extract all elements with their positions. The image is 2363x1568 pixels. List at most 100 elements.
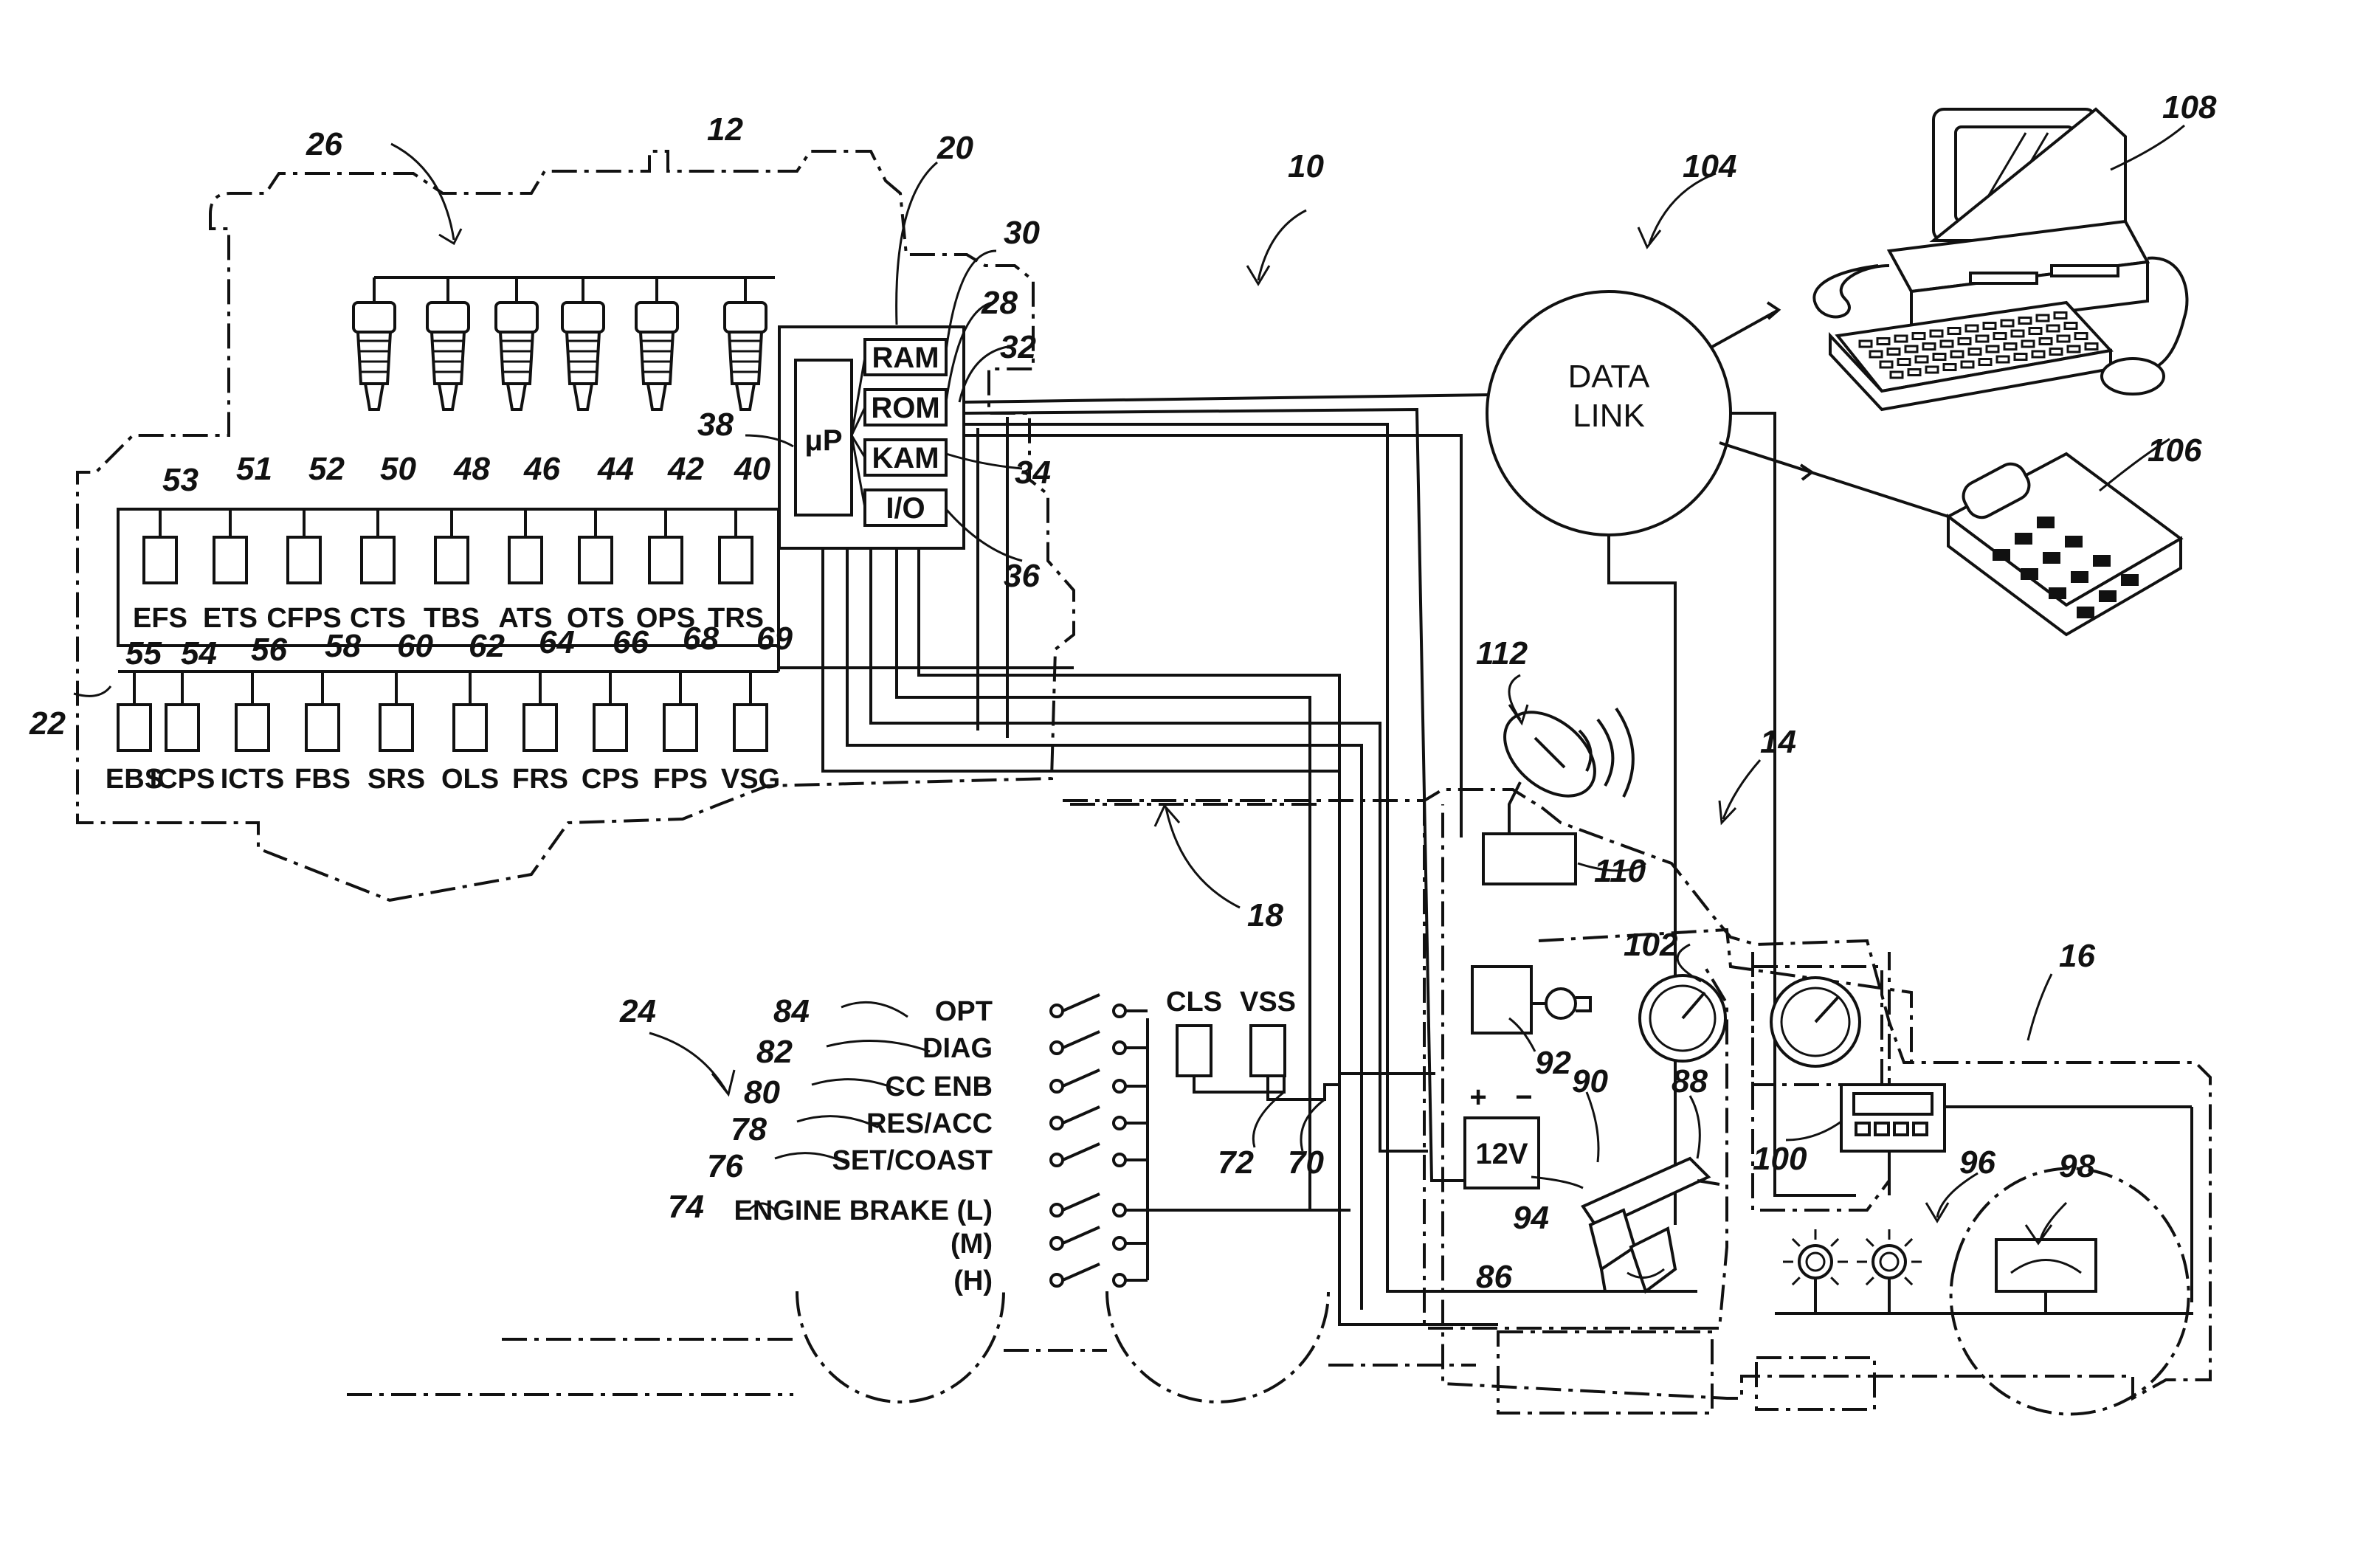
satellite-dish	[1482, 707, 1635, 885]
ref-106: 106	[2148, 432, 2202, 469]
ref-38: 38	[697, 407, 734, 443]
fuel-injector	[426, 277, 470, 411]
ref-104: 104	[1683, 148, 1736, 184]
bottom-sensor-label: EBS	[106, 764, 163, 795]
fuel-injectors	[352, 276, 775, 411]
ref-40: 40	[734, 451, 770, 487]
ref-62: 62	[469, 628, 505, 664]
top-sensor-label: OTS	[567, 603, 624, 634]
microprocessor-label: μP	[804, 424, 842, 457]
ref-68: 68	[683, 621, 719, 657]
switch-row: CC ENB	[885, 1068, 1148, 1102]
ref-88: 88	[1672, 1063, 1708, 1099]
switch-label: CC ENB	[885, 1071, 993, 1102]
ref-53: 53	[162, 462, 199, 498]
bottom-sensor-label: VSG	[721, 764, 780, 795]
ref-108: 108	[2162, 89, 2217, 125]
ref-98: 98	[2059, 1148, 2095, 1184]
ref-84: 84	[773, 993, 810, 1029]
ref-10: 10	[1288, 148, 1324, 184]
switch-label: RES/ACC	[866, 1108, 993, 1139]
ref-26: 26	[306, 126, 342, 162]
top-sensor-label: OPS	[636, 603, 695, 634]
top-sensor: OPS	[636, 509, 695, 634]
ref-80: 80	[744, 1074, 780, 1111]
ref-51: 51	[236, 451, 272, 487]
top-sensor-label: TRS	[708, 603, 764, 634]
battery-label: 12V	[1475, 1138, 1528, 1170]
bottom-sensor: VSG	[721, 671, 780, 795]
ref-69: 69	[756, 621, 793, 657]
ref-78: 78	[731, 1111, 767, 1147]
gauges	[1638, 965, 2193, 1315]
switch-row: ENGINE BRAKE (L)	[734, 1192, 1148, 1226]
ref-64: 64	[539, 624, 575, 660]
ref-60: 60	[397, 628, 433, 664]
top-sensor-label: EFS	[133, 603, 187, 634]
switch-label: OPT	[935, 996, 993, 1027]
bottom-sensor-label: FRS	[512, 764, 568, 795]
ref-102: 102	[1624, 927, 1678, 963]
data-link-label-2: LINK	[1573, 398, 1645, 434]
bottom-sensor: EBS	[106, 671, 163, 795]
ref-76: 76	[707, 1148, 743, 1184]
ignition-switch	[1471, 965, 1592, 1035]
data-link-label-1: DATA	[1568, 359, 1650, 395]
computer-workstation	[1812, 107, 2189, 412]
bottom-sensor: FPS	[653, 671, 708, 795]
bottom-sensor: ICTS	[221, 671, 284, 795]
ref-14: 14	[1760, 724, 1796, 760]
ref-22: 22	[29, 705, 66, 742]
fuel-injector	[723, 277, 767, 411]
switch-label: (M)	[951, 1229, 993, 1260]
top-sensor: ETS	[203, 509, 258, 634]
reference-numerals: 10 12 14 16 18 20 22 24 26 28 30 32 34 3…	[29, 89, 2217, 1295]
ref-34: 34	[1015, 455, 1051, 491]
truck-body	[347, 788, 2212, 1416]
ref-66: 66	[613, 624, 649, 660]
ref-46: 46	[523, 451, 560, 487]
ref-44: 44	[597, 451, 634, 487]
bottom-sensor: SRS	[368, 671, 425, 795]
battery-plus: +	[1469, 1081, 1486, 1113]
battery-minus: −	[1515, 1081, 1532, 1113]
bottom-sensor-label: SRS	[368, 764, 425, 795]
vss-label: VSS	[1240, 987, 1296, 1018]
fuel-injector	[635, 277, 679, 411]
ref-50: 50	[380, 451, 416, 487]
ref-112: 112	[1476, 635, 1528, 671]
battery: 12V + −	[1463, 1081, 1540, 1189]
ref-54: 54	[181, 635, 217, 671]
ref-28: 28	[981, 285, 1018, 321]
ref-32: 32	[1000, 329, 1036, 365]
ecm-module: μP RAM ROM KAM I/O	[778, 325, 965, 550]
ref-20: 20	[936, 130, 973, 166]
ref-94: 94	[1513, 1200, 1549, 1236]
handheld-service-tool	[1945, 452, 2184, 637]
bottom-sensor: ICPS	[150, 671, 215, 795]
ref-48: 48	[453, 451, 490, 487]
ref-42: 42	[667, 451, 704, 487]
ref-110: 110	[1594, 853, 1646, 889]
switch-row: SET/COAST	[832, 1142, 1148, 1176]
switch-row: (H)	[953, 1263, 1148, 1296]
ref-92: 92	[1535, 1045, 1571, 1081]
io-label: I/O	[886, 492, 925, 525]
switch-row: RES/ACC	[866, 1105, 1148, 1139]
ref-18: 18	[1247, 897, 1283, 933]
bottom-sensor-label: ICPS	[150, 764, 215, 795]
wiring-harness	[779, 393, 1856, 1326]
switch-label: ENGINE BRAKE (L)	[734, 1195, 993, 1226]
pedal-assembly	[1581, 1156, 1720, 1294]
bottom-sensor-label: FPS	[653, 764, 708, 795]
ref-96: 96	[1959, 1144, 1995, 1181]
warning-lamp	[1783, 1229, 1848, 1313]
top-sensor-label: ATS	[498, 603, 552, 634]
top-sensor: EFS	[133, 509, 187, 634]
top-sensor: ATS	[498, 509, 553, 634]
ref-24: 24	[619, 993, 656, 1029]
ref-74: 74	[668, 1189, 704, 1225]
ref-36: 36	[1004, 558, 1040, 594]
